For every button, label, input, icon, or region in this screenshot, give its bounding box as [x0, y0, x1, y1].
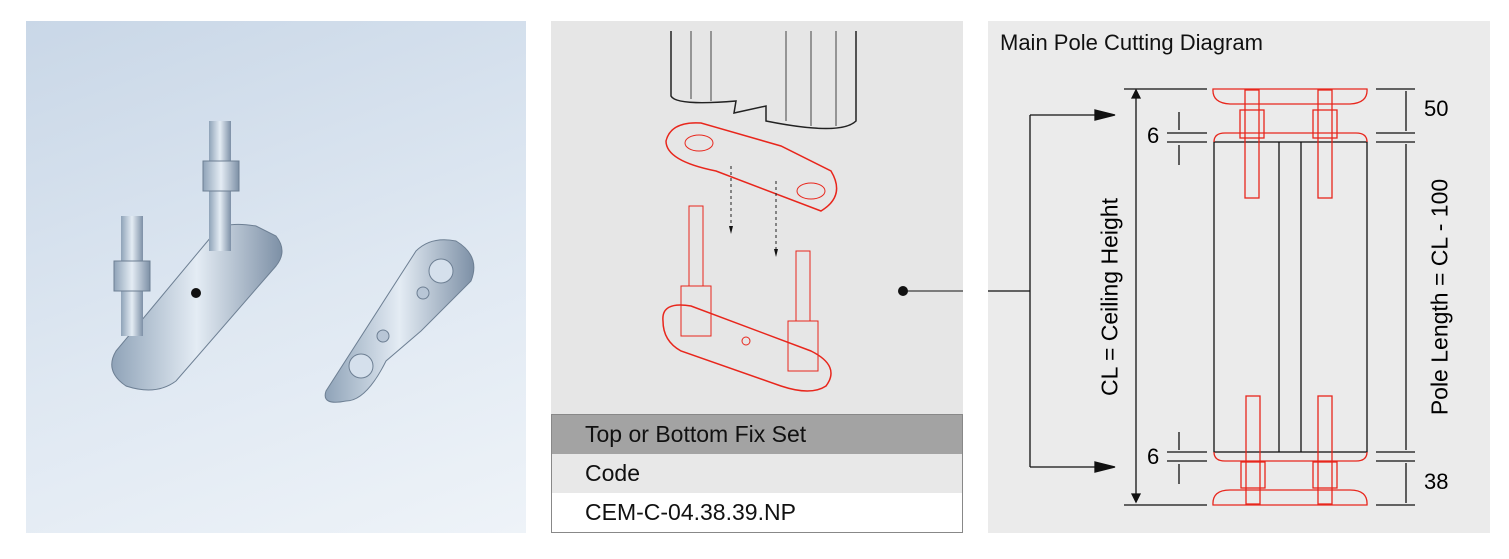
- pole-length-label: Pole Length = CL - 100: [1426, 178, 1453, 416]
- product-code-table: Top or Bottom Fix Set Code CEM-C-04.38.3…: [551, 414, 963, 533]
- cutting-diagram: [988, 21, 1490, 533]
- dim-gap-top: 6: [1147, 123, 1160, 148]
- dim-gap-bottom: 6: [1147, 444, 1160, 469]
- table-label: Code: [552, 454, 962, 493]
- table-header: Top or Bottom Fix Set: [552, 415, 962, 454]
- dim-top: 50: [1424, 96, 1449, 121]
- product-photo: [26, 21, 526, 533]
- ceiling-height-label: CL = Ceiling Height: [1096, 198, 1123, 396]
- assembly-drawing: [662, 31, 963, 392]
- diagram-title: Main Pole Cutting Diagram: [1000, 30, 1263, 55]
- fix-set-photo-illustration: [111, 121, 475, 403]
- product-code: CEM-C-04.38.39.NP: [552, 493, 962, 532]
- dim-bottom: 38: [1424, 469, 1449, 494]
